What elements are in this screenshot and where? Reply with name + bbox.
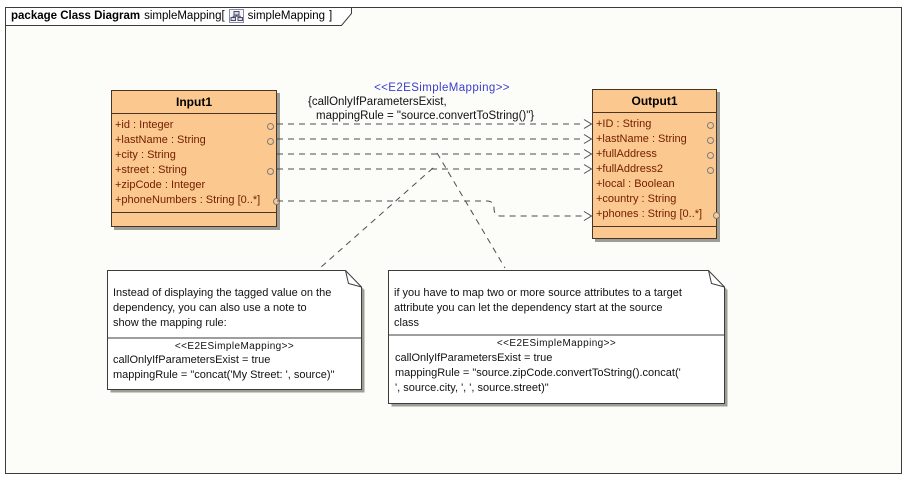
attribute-row[interactable]: +local : Boolean — [593, 177, 716, 192]
dependency-tags-line[interactable]: mappingRule = "source.convertToString()"… — [316, 110, 535, 122]
class-output1[interactable]: Output1 +ID : String +lastName : String … — [592, 89, 720, 239]
note-left-tag-line: mappingRule = "concat('My Street: ', sou… — [113, 369, 335, 381]
attribute-label: +phoneNumbers : String [0..*] — [115, 194, 261, 206]
note-left-shape[interactable] — [107, 270, 367, 395]
attribute-row[interactable]: +lastName : String — [593, 132, 716, 147]
attribute-row[interactable]: +city : String — [112, 148, 276, 163]
attribute-row[interactable]: +id : Integer — [112, 118, 276, 133]
connection-dot-icon — [707, 152, 714, 159]
connection-dot-icon — [267, 168, 274, 175]
note-fold-icon — [708, 270, 725, 288]
note-left-body-line: dependency, you can also use a note to — [113, 302, 307, 314]
class-input1-attributes: +id : Integer +lastName : String +city :… — [112, 114, 280, 213]
class-diagram-icon — [228, 9, 244, 23]
connection-dot-icon — [707, 167, 714, 174]
attribute-row[interactable]: +phones : String [0..*] — [593, 207, 720, 222]
class-input1-title[interactable]: Input1 — [112, 91, 276, 114]
attribute-label: +street : String — [115, 164, 187, 176]
attribute-label: +lastName : String — [596, 133, 687, 145]
note-right-stereotype: <<E2ESimpleMapping>> — [496, 338, 617, 349]
note-left-body-line: Instead of displaying the tagged value o… — [113, 287, 332, 299]
operations-compartment — [112, 213, 276, 226]
note-right-tag-line: mappingRule = "source.zipCode.convertToS… — [395, 367, 681, 379]
frame-close-bracket: ] — [329, 10, 333, 22]
attribute-row[interactable]: +phoneNumbers : String [0..*] — [112, 193, 280, 208]
attribute-label: +fullAddress2 — [596, 163, 663, 175]
attribute-row[interactable]: +ID : String — [593, 117, 716, 132]
attribute-label: +zipCode : Integer — [115, 179, 206, 191]
note-right-body-line: class — [394, 317, 420, 329]
class-output1-attributes: +ID : String +lastName : String +fullAdd… — [593, 113, 720, 227]
attribute-label: +country : String — [596, 193, 677, 205]
diagram-tab-label: package Class Diagram simpleMapping[ sim… — [11, 7, 332, 25]
connection-dot-icon — [273, 198, 280, 205]
note-left-stereotype: <<E2ESimpleMapping>> — [174, 341, 295, 352]
connection-dot-icon — [707, 122, 714, 129]
attribute-label: +fullAddress — [596, 148, 657, 160]
attribute-row[interactable]: +zipCode : Integer — [112, 178, 276, 193]
note-left-tag-line: callOnlyIfParametersExist = true — [113, 354, 271, 366]
connection-dot-icon — [707, 137, 714, 144]
operations-compartment — [593, 227, 716, 238]
connection-dot-icon — [713, 212, 720, 219]
diagram-tab[interactable] — [5, 7, 355, 27]
note-right-body-line: if you have to map two or more source at… — [394, 287, 682, 299]
attribute-label: +ID : String — [596, 118, 652, 130]
note-right-shape[interactable] — [388, 270, 730, 409]
attribute-label: +lastName : String — [115, 134, 206, 146]
note-right-tag-line: callOnlyIfParametersExist = true — [395, 352, 553, 364]
attribute-label: +local : Boolean — [596, 178, 675, 190]
attribute-label: +phones : String [0..*] — [596, 208, 703, 220]
class-output1-title[interactable]: Output1 — [593, 90, 716, 113]
class-input1[interactable]: Input1 +id : Integer +lastName : String … — [111, 90, 280, 227]
connection-dot-icon — [267, 123, 274, 130]
note-left-body-line: show the mapping rule: — [113, 317, 227, 329]
attribute-row[interactable]: +country : String — [593, 192, 716, 207]
attribute-label: +city : String — [115, 149, 176, 161]
note-fold-icon — [345, 270, 362, 288]
frame-context-name: simpleMapping[ — [144, 10, 225, 22]
attribute-row[interactable]: +fullAddress — [593, 147, 716, 162]
attribute-row[interactable]: +fullAddress2 — [593, 162, 716, 177]
attribute-row[interactable]: +street : String — [112, 163, 276, 178]
attribute-label: +id : Integer — [115, 119, 174, 131]
dependency-stereotype-label[interactable]: <<E2ESimpleMapping>> — [374, 82, 510, 94]
dependency-tags-line[interactable]: {callOnlyIfParametersExist, — [308, 96, 447, 108]
connection-dot-icon — [267, 138, 274, 145]
frame-diagram-name: simpleMapping — [247, 10, 326, 22]
attribute-row[interactable]: +lastName : String — [112, 133, 276, 148]
note-right-body-line: attribute you can let the dependency sta… — [394, 302, 663, 314]
note-right-tag-line: ', source.city, ', ', source.street)" — [395, 382, 549, 394]
frame-kind-label: package Class Diagram — [11, 10, 141, 22]
